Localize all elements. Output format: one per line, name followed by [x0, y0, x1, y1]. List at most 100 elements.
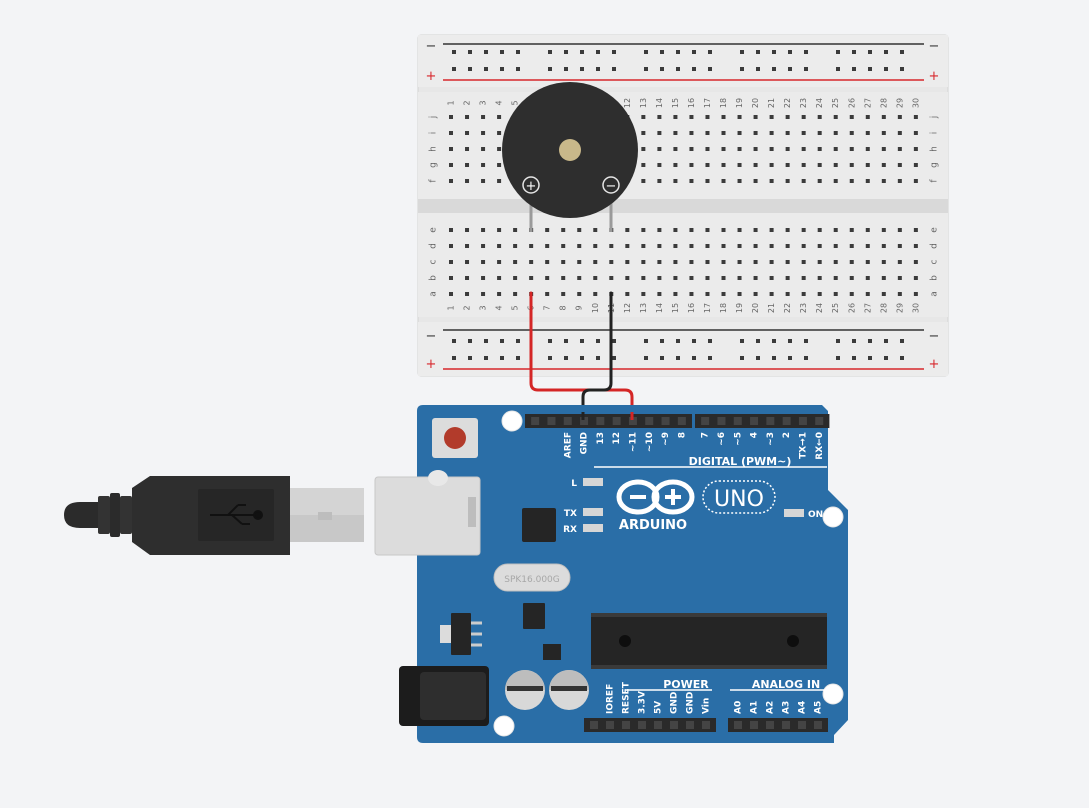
header-pin[interactable]	[798, 721, 806, 729]
breadboard-hole[interactable]	[449, 115, 453, 119]
breadboard-hole[interactable]	[465, 292, 470, 296]
breadboard-hole[interactable]	[801, 276, 806, 280]
breadboard-hole[interactable]	[753, 115, 758, 119]
breadboard-hole[interactable]	[657, 292, 662, 296]
breadboard-hole[interactable]	[465, 147, 470, 151]
breadboard-hole[interactable]	[577, 260, 582, 264]
breadboard-hole[interactable]	[705, 260, 710, 264]
breadboard-hole[interactable]	[849, 228, 854, 232]
breadboard-hole[interactable]	[449, 179, 453, 183]
breadboard-hole[interactable]	[817, 260, 822, 264]
breadboard-hole[interactable]	[465, 163, 470, 167]
rail-hole[interactable]	[516, 67, 520, 71]
breadboard-hole[interactable]	[641, 228, 646, 232]
breadboard-hole[interactable]	[449, 276, 453, 280]
breadboard-hole[interactable]	[801, 131, 806, 135]
breadboard-hole[interactable]	[673, 228, 678, 232]
breadboard-hole[interactable]	[513, 244, 518, 248]
breadboard-hole[interactable]	[817, 228, 822, 232]
breadboard-hole[interactable]	[465, 276, 470, 280]
breadboard-hole[interactable]	[737, 131, 742, 135]
breadboard-hole[interactable]	[657, 244, 662, 248]
breadboard-hole[interactable]	[769, 228, 774, 232]
breadboard-hole[interactable]	[513, 276, 518, 280]
rail-hole[interactable]	[660, 67, 664, 71]
rail-hole[interactable]	[740, 67, 744, 71]
header-pin[interactable]	[547, 417, 556, 425]
breadboard-hole[interactable]	[753, 147, 758, 151]
rail-hole[interactable]	[708, 339, 712, 343]
rail-hole[interactable]	[612, 356, 616, 360]
breadboard-hole[interactable]	[881, 147, 886, 151]
breadboard-hole[interactable]	[753, 292, 758, 296]
header-pin[interactable]	[580, 417, 589, 425]
breadboard-hole[interactable]	[833, 179, 838, 183]
breadboard-hole[interactable]	[449, 147, 453, 151]
usb-cable[interactable]	[64, 476, 364, 555]
breadboard-hole[interactable]	[769, 244, 774, 248]
breadboard-hole[interactable]	[769, 163, 774, 167]
breadboard-hole[interactable]	[497, 276, 502, 280]
rail-hole[interactable]	[804, 356, 808, 360]
breadboard-hole[interactable]	[913, 276, 918, 280]
rail-hole[interactable]	[676, 339, 680, 343]
breadboard-hole[interactable]	[785, 131, 790, 135]
rail-hole[interactable]	[836, 67, 840, 71]
rail-hole[interactable]	[548, 356, 552, 360]
rail-hole[interactable]	[900, 67, 904, 71]
breadboard-hole[interactable]	[913, 147, 918, 151]
breadboard-hole[interactable]	[705, 147, 710, 151]
breadboard-hole[interactable]	[737, 115, 742, 119]
breadboard-hole[interactable]	[609, 260, 614, 264]
breadboard-hole[interactable]	[609, 244, 614, 248]
breadboard-hole[interactable]	[641, 131, 646, 135]
header-pin[interactable]	[638, 721, 646, 729]
breadboard-hole[interactable]	[625, 276, 630, 280]
breadboard-hole[interactable]	[641, 147, 646, 151]
header-pin[interactable]	[750, 721, 758, 729]
breadboard-hole[interactable]	[785, 228, 790, 232]
rail-hole[interactable]	[596, 67, 600, 71]
rail-hole[interactable]	[452, 50, 456, 54]
breadboard-hole[interactable]	[849, 147, 854, 151]
breadboard-hole[interactable]	[449, 163, 453, 167]
breadboard-hole[interactable]	[865, 179, 870, 183]
breadboard-hole[interactable]	[641, 244, 646, 248]
breadboard-hole[interactable]	[865, 244, 870, 248]
breadboard-hole[interactable]	[849, 260, 854, 264]
breadboard-hole[interactable]	[673, 292, 678, 296]
breadboard[interactable]: − − + + − − + + 112233445566778899101011…	[417, 34, 949, 377]
breadboard-hole[interactable]	[753, 179, 758, 183]
header-pin[interactable]	[670, 721, 678, 729]
breadboard-hole[interactable]	[817, 163, 822, 167]
breadboard-hole[interactable]	[657, 260, 662, 264]
breadboard-hole[interactable]	[481, 292, 486, 296]
breadboard-hole[interactable]	[593, 260, 598, 264]
breadboard-hole[interactable]	[849, 179, 854, 183]
breadboard-hole[interactable]	[593, 228, 598, 232]
breadboard-hole[interactable]	[897, 147, 902, 151]
breadboard-hole[interactable]	[545, 244, 550, 248]
rail-hole[interactable]	[676, 50, 680, 54]
arduino-uno-board[interactable]: SPK16.000G L TX RX	[374, 405, 848, 743]
breadboard-hole[interactable]	[913, 260, 918, 264]
rail-hole[interactable]	[884, 50, 888, 54]
breadboard-hole[interactable]	[465, 244, 470, 248]
breadboard-hole[interactable]	[657, 276, 662, 280]
breadboard-hole[interactable]	[817, 179, 822, 183]
breadboard-hole[interactable]	[737, 228, 742, 232]
breadboard-hole[interactable]	[769, 292, 774, 296]
breadboard-hole[interactable]	[465, 131, 470, 135]
breadboard-hole[interactable]	[673, 276, 678, 280]
rail-hole[interactable]	[740, 50, 744, 54]
breadboard-hole[interactable]	[561, 260, 566, 264]
breadboard-hole[interactable]	[481, 115, 486, 119]
breadboard-hole[interactable]	[705, 276, 710, 280]
breadboard-hole[interactable]	[513, 228, 518, 232]
red-wire[interactable]	[529, 291, 634, 420]
breadboard-hole[interactable]	[785, 292, 790, 296]
breadboard-hole[interactable]	[849, 163, 854, 167]
rail-hole[interactable]	[900, 356, 904, 360]
rail-hole[interactable]	[548, 67, 552, 71]
